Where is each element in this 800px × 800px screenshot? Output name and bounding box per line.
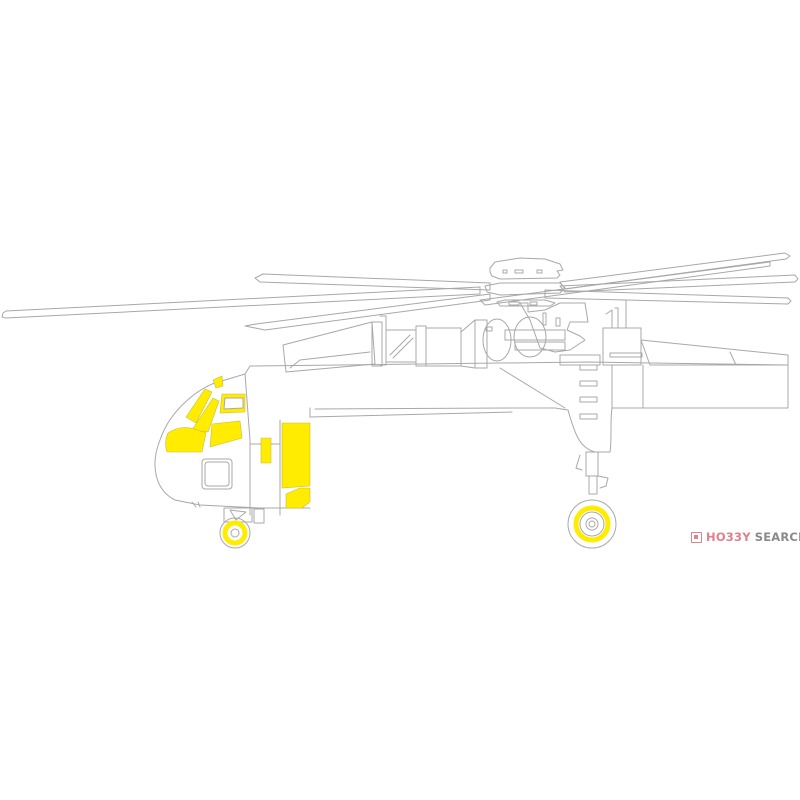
rotor-hub bbox=[484, 257, 566, 307]
hobby-search-watermark: HO33Y SEARCH bbox=[691, 529, 800, 545]
watermark-brand-search: SEARCH bbox=[754, 530, 800, 544]
mask-nose-tip bbox=[212, 375, 224, 389]
mask-side-window bbox=[209, 420, 243, 448]
mask-rear-lower-panel bbox=[285, 487, 311, 509]
watermark-brand-hobby: HO33Y bbox=[706, 530, 751, 544]
front-landing-gear bbox=[219, 507, 265, 549]
mask-front-windshield-upper bbox=[185, 388, 213, 424]
mask-rear-panel bbox=[281, 422, 311, 489]
rotor-blades bbox=[1, 252, 799, 331]
main-landing-gear bbox=[567, 451, 617, 549]
mask-front-windshield bbox=[191, 397, 220, 433]
hobby-search-logo-icon bbox=[691, 531, 702, 543]
canopy-masks bbox=[165, 375, 311, 509]
mask-door-window bbox=[260, 437, 272, 464]
fuselage bbox=[154, 361, 789, 516]
mask-lower-nose-window bbox=[165, 427, 207, 453]
